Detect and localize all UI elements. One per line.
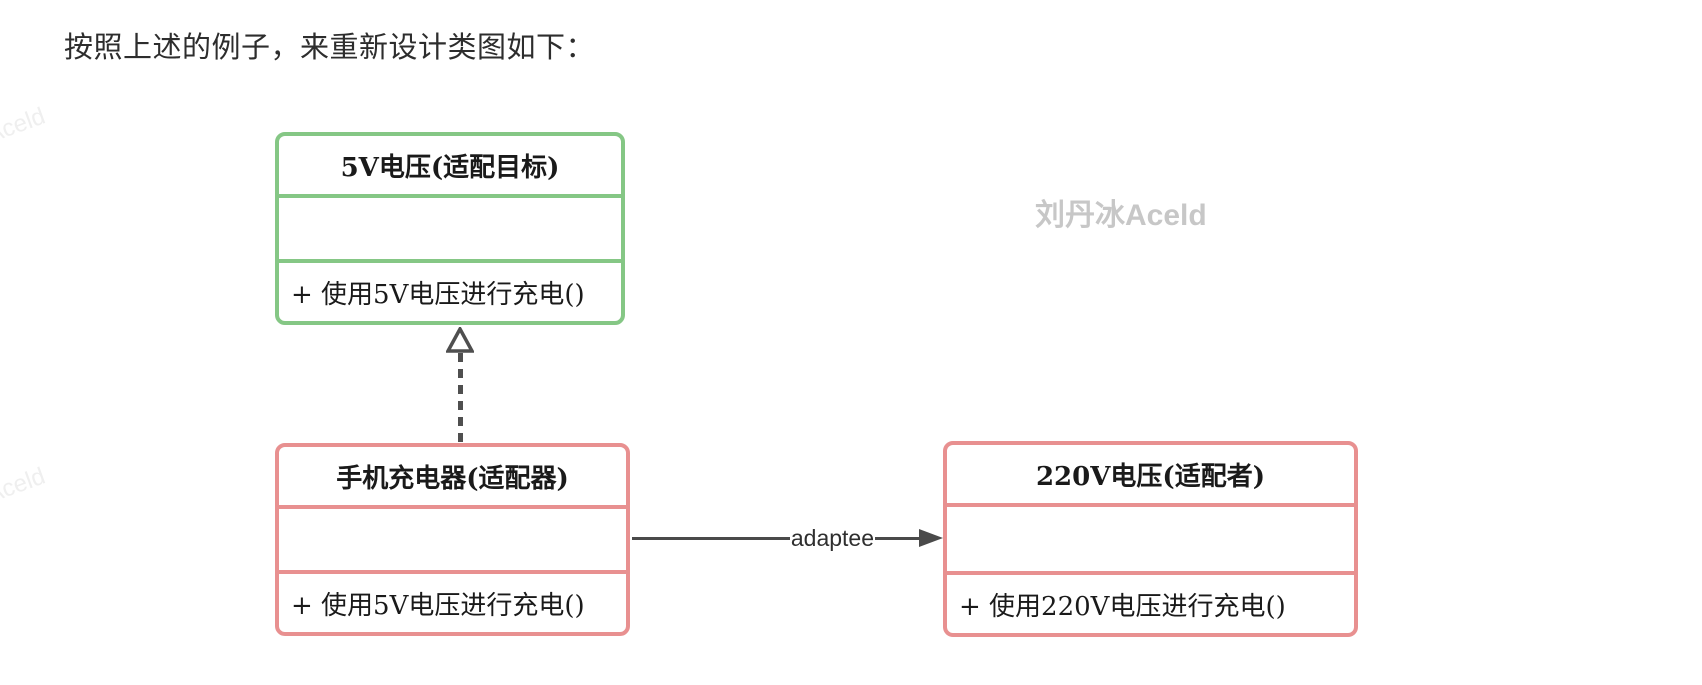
divider (279, 505, 626, 509)
class-method-adaptee: + 使用220V电压进行充电() (959, 591, 1286, 622)
class-box-adapter: 手机充电器(适配器) + 使用5V电压进行充电() (275, 443, 630, 636)
class-box-adaptee: 220V电压(适配者) + 使用220V电压进行充电() (943, 441, 1358, 637)
class-attributes-adaptee (947, 507, 1354, 571)
watermark-author: 刘丹冰Aceld (1035, 199, 1207, 232)
association-line (632, 536, 790, 540)
class-method-target: + 使用5V电压进行充电() (291, 279, 585, 310)
watermark-corner-top: Aceld (0, 102, 49, 149)
divider (279, 570, 626, 574)
dashed-line (457, 353, 463, 443)
filled-arrowhead-right-icon (919, 529, 943, 547)
page-title: 按照上述的例子，来重新设计类图如下： (64, 32, 596, 64)
class-method-adapter: + 使用5V电压进行充电() (291, 590, 585, 621)
class-box-target: 5V电压(适配目标) + 使用5V电压进行充电() (275, 132, 625, 325)
class-title-adaptee: 220V电压(适配者) (1035, 461, 1266, 492)
divider (279, 194, 621, 198)
divider (947, 571, 1354, 575)
class-attributes-target (279, 198, 621, 259)
association-label: adaptee (790, 524, 874, 551)
association-line (875, 536, 919, 540)
class-attributes-adapter (279, 509, 626, 570)
hollow-triangle-up-icon (446, 327, 474, 353)
class-title-adapter: 手机充电器(适配器) (336, 463, 569, 494)
watermark-corner-middle: Aceld (0, 462, 49, 509)
divider (279, 259, 621, 263)
class-title-target: 5V电压(适配目标) (340, 152, 560, 183)
realization-connector (444, 327, 476, 443)
divider (947, 503, 1354, 507)
association-connector: adaptee (632, 524, 943, 552)
